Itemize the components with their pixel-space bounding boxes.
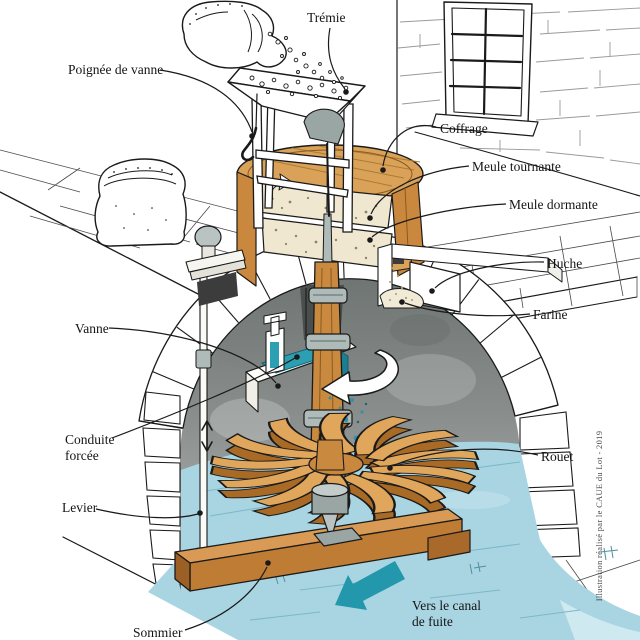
credit-text: Illustration réalisé par le CAUE du Lot … [594, 431, 604, 602]
label-canal-2: de fuite [412, 614, 453, 629]
label-conduite-forcee-2: forcée [65, 448, 99, 463]
label-tremie: Trémie [307, 10, 346, 25]
leader-huche [434, 261, 545, 289]
grain-sack-floor [94, 158, 187, 247]
turbine-wheel [205, 410, 482, 528]
label-conduite-forcee-1: Conduite [65, 432, 115, 447]
feeder [303, 108, 345, 145]
labels: Trémie Poignée de vanne Coffrage Meule t… [62, 10, 598, 640]
rotation-arrow [321, 349, 399, 405]
label-farine: Farine [533, 307, 568, 322]
leader-tremie [327, 27, 346, 90]
leader-meule-dormante [371, 203, 507, 238]
grain-sack-pouring [181, 0, 344, 85]
label-huche: Huche [547, 256, 582, 271]
label-coffrage: Coffrage [440, 121, 488, 136]
leader-coffrage [382, 125, 437, 167]
label-canal-1: Vers le canal [412, 598, 481, 613]
leader-lines [95, 27, 545, 631]
label-levier: Levier [62, 500, 98, 515]
window [431, 1, 539, 137]
leader-farine [404, 302, 531, 317]
flour-stream [379, 266, 424, 309]
label-meule-tournante: Meule tournante [472, 159, 561, 174]
pivot-bearing [311, 482, 363, 547]
label-poignee-de-vanne: Poignée de vanne [68, 62, 163, 77]
label-rouet: Rouet [541, 449, 573, 464]
leader-sommier [184, 566, 268, 631]
flow-arrow [335, 561, 405, 610]
leader-vanne [108, 327, 277, 384]
up-down-arrow [201, 420, 213, 452]
leader-meule-tournante [370, 165, 470, 215]
label-meule-dormante: Meule dormante [509, 197, 598, 212]
gate-control [185, 225, 247, 306]
hopper [227, 67, 366, 217]
label-sommier: Sommier [133, 625, 183, 640]
leader-rouet [392, 448, 539, 467]
label-vanne: Vanne [75, 321, 109, 336]
grain-stream [267, 31, 344, 85]
leader-poignee [159, 69, 253, 133]
leader-conduite [111, 357, 296, 439]
leader-levier [95, 508, 199, 519]
